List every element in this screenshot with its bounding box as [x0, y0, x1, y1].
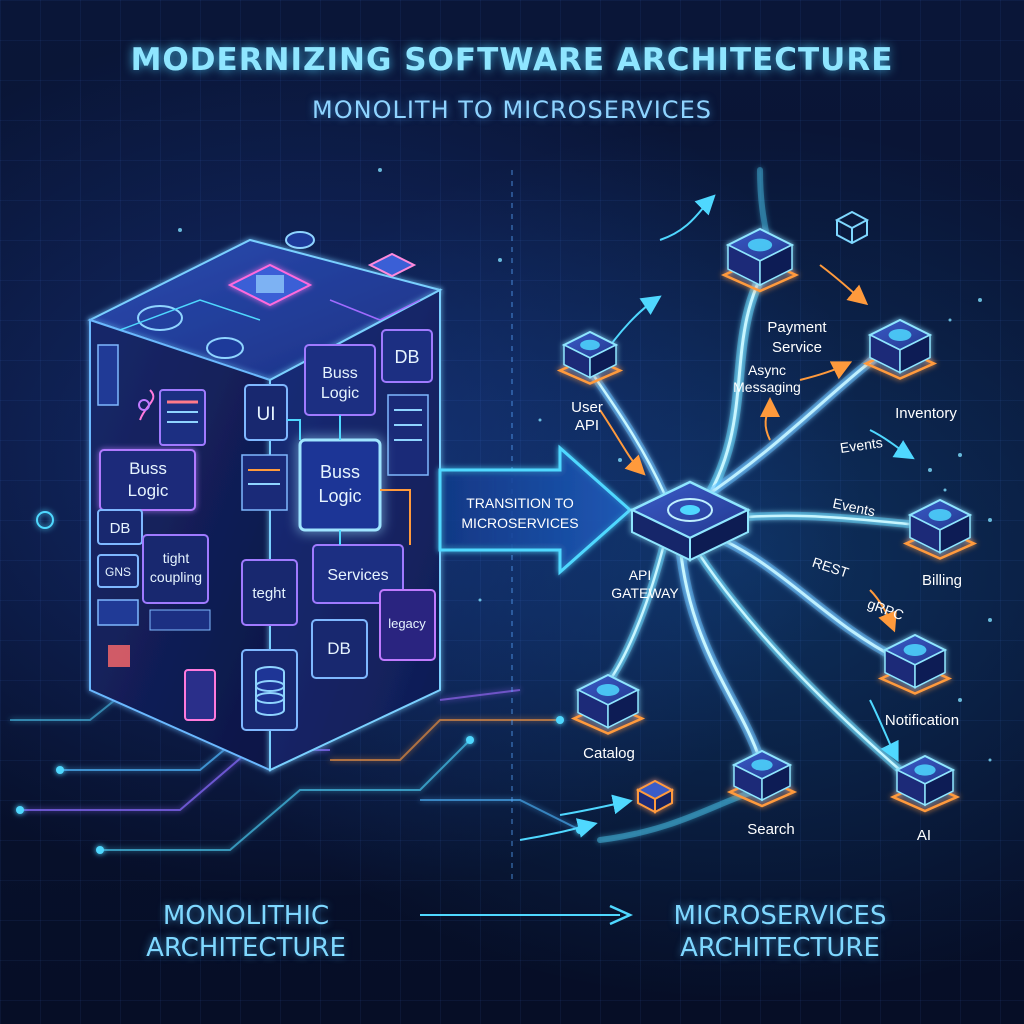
label-db-left: DB — [110, 520, 131, 537]
label-buss-logic-center-2: Logic — [318, 486, 361, 506]
payment-node — [724, 229, 796, 291]
user-api-node — [560, 332, 620, 384]
transition-arrow: TRANSITION TO MICROSERVICES — [440, 448, 630, 572]
billing-node — [906, 500, 974, 559]
monolithic-footer-line-2: ARCHITECTURE — [96, 932, 396, 964]
transition-label-2: MICROSERVICES — [461, 515, 578, 531]
label-teght: teght — [252, 585, 286, 602]
payment-label-1: Payment — [767, 319, 827, 336]
user-api-label-2: API — [575, 417, 599, 434]
page-subtitle: MONOLITH TO MICROSERVICES — [0, 96, 1024, 124]
ai-label: AI — [917, 827, 931, 844]
notification-node — [881, 635, 949, 694]
payment-label-2: Service — [772, 339, 822, 356]
rest-label: REST — [810, 554, 851, 581]
microservices-footer-line-2: ARCHITECTURE — [620, 932, 940, 964]
events-label-1: Events — [839, 434, 884, 456]
label-legacy: legacy — [388, 616, 426, 631]
monolith-cube: UI Buss Logic DB Buss Logic Buss Logic D… — [90, 232, 440, 770]
label-tight-coupling-2: coupling — [150, 569, 202, 585]
microservices-footer: MICROSERVICES ARCHITECTURE — [620, 900, 940, 964]
monolithic-footer: MONOLITHIC ARCHITECTURE — [96, 900, 396, 964]
module-buss-logic-center — [300, 440, 380, 530]
grpc-label: gRPC — [865, 595, 906, 623]
label-buss-logic-top-1: Buss — [322, 365, 358, 382]
ai-node — [893, 756, 957, 811]
label-buss-logic-center-1: Buss — [320, 462, 360, 482]
label-buss-logic-left-1: Buss — [129, 459, 167, 478]
label-ui: UI — [257, 404, 276, 425]
async-label-2: Messaging — [733, 379, 801, 395]
footer-arrow — [420, 900, 640, 930]
billing-label: Billing — [922, 572, 962, 589]
page-title: MODERNIZING SOFTWARE ARCHITECTURE — [0, 42, 1024, 78]
inventory-node — [866, 320, 934, 379]
catalog-label: Catalog — [583, 745, 635, 762]
database-icon — [256, 667, 284, 715]
gateway-label-1: API — [629, 567, 652, 583]
box-icon — [837, 212, 867, 243]
microservices-footer-line-1: MICROSERVICES — [620, 900, 940, 932]
user-api-label-1: User — [571, 399, 603, 416]
label-buss-logic-top-2: Logic — [321, 385, 359, 402]
label-db-bottom: DB — [327, 639, 351, 658]
search-label: Search — [747, 821, 795, 838]
inventory-label: Inventory — [895, 405, 957, 422]
transition-label-1: TRANSITION TO — [466, 495, 574, 511]
label-services: Services — [327, 567, 388, 584]
label-buss-logic-left-2: Logic — [128, 481, 169, 500]
gateway-label-2: GATEWAY — [611, 585, 679, 601]
catalog-node — [574, 675, 642, 734]
async-label-1: Async — [748, 362, 786, 378]
label-db-top: DB — [394, 347, 419, 367]
floating-cube-icon — [638, 781, 672, 812]
label-tight-coupling-1: tight — [163, 550, 190, 566]
notification-label: Notification — [885, 712, 959, 729]
label-gns: GNS — [105, 565, 131, 579]
monolithic-footer-line-1: MONOLITHIC — [96, 900, 396, 932]
